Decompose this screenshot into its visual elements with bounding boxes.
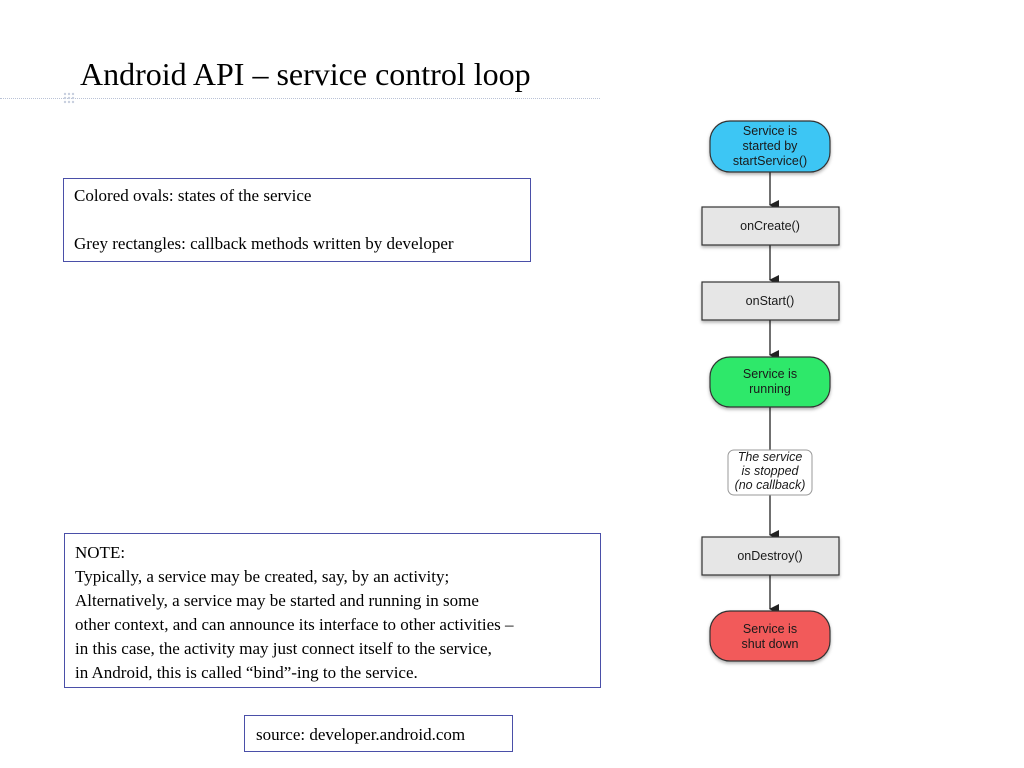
callback-ondestroy-box — [701, 536, 840, 576]
title-divider — [0, 98, 600, 99]
stopped-annotation: The service is stopped (no callback) — [727, 449, 813, 496]
state-service-running: Service is running — [709, 356, 831, 408]
stopped-annotation-line: The service — [738, 450, 803, 464]
callback-oncreate-box — [701, 206, 840, 246]
legend-ovals-text: Colored ovals: states of the service — [74, 186, 312, 205]
stopped-annotation-line: (no callback) — [735, 478, 806, 492]
stopped-annotation-line: is stopped — [742, 464, 800, 478]
legend-rectangles-text: Grey rectangles: callback methods writte… — [74, 234, 454, 253]
stopped-annotation-box — [727, 449, 813, 496]
note-box: NOTE: Typically, a service may be create… — [64, 533, 601, 688]
callback-oncreate: onCreate() — [701, 206, 840, 246]
callback-oncreate-label: onCreate() — [740, 219, 800, 233]
source-box: source: developer.android.com — [244, 715, 513, 752]
state-shutdown-label-line: Service is — [743, 622, 797, 636]
callback-onstart: onStart() — [701, 281, 840, 321]
state-running-label-line: Service is — [743, 367, 797, 381]
note-line: in this case, the activity may just conn… — [75, 639, 492, 658]
note-line: in Android, this is called “bind”-ing to… — [75, 663, 418, 682]
source-text: source: developer.android.com — [256, 725, 466, 744]
state-shutdown-oval — [709, 610, 831, 662]
note-line: Alternatively, a service may be started … — [75, 591, 479, 610]
state-started-label-line: Service is — [743, 124, 797, 138]
state-running-label-line: running — [749, 382, 791, 396]
callback-onstart-box — [701, 281, 840, 321]
state-service-shutdown: Service is shut down — [709, 610, 831, 662]
legend-box: Colored ovals: states of the service Gre… — [63, 178, 531, 262]
callback-onstart-label: onStart() — [746, 294, 795, 308]
state-started-oval — [709, 120, 831, 173]
callback-ondestroy: onDestroy() — [701, 536, 840, 576]
note-line: other context, and can announce its inte… — [75, 615, 514, 634]
state-running-oval — [709, 356, 831, 408]
note-line: Typically, a service may be created, say… — [75, 567, 450, 586]
state-started-label-line: startService() — [733, 154, 807, 168]
slide-title: Android API – service control loop — [80, 56, 531, 92]
divider-ornament-icon — [63, 92, 75, 104]
state-service-started: Service is started by startService() — [709, 120, 831, 173]
note-heading: NOTE: — [75, 543, 126, 562]
state-shutdown-label-line: shut down — [742, 637, 799, 651]
state-started-label-line: started by — [743, 139, 799, 153]
callback-ondestroy-label: onDestroy() — [737, 549, 802, 563]
